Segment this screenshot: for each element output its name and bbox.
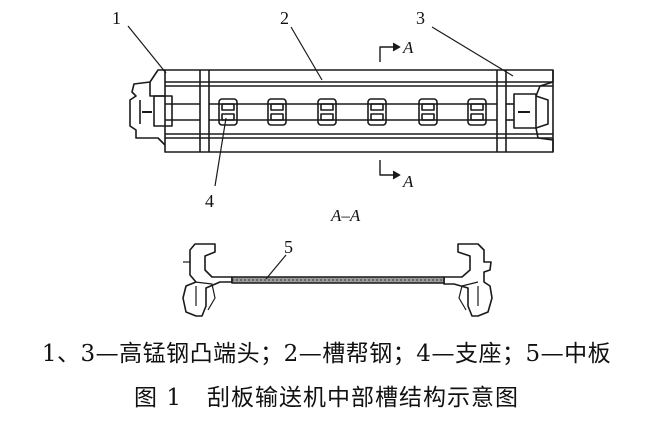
leader-1 xyxy=(127,25,167,74)
support-seats xyxy=(218,98,487,126)
callout-4: 4 xyxy=(205,191,214,211)
leader-2 xyxy=(290,26,323,81)
section-letter-bottom: A xyxy=(402,172,414,191)
callout-5: 5 xyxy=(284,237,293,257)
leader-5 xyxy=(265,254,287,280)
right-end-head xyxy=(535,70,554,152)
left-end-head xyxy=(129,69,166,146)
section-arrow-top xyxy=(379,46,398,62)
figure-caption: 图 1 刮板输送机中部槽结构示意图 xyxy=(0,378,653,412)
figure-legend: 1、3—高锰钢凸端头；2—槽帮钢；4—支座；5—中板 xyxy=(41,341,612,367)
callout-3: 3 xyxy=(416,8,425,28)
callout-1: 1 xyxy=(112,8,121,28)
section-letter-top: A xyxy=(402,38,414,57)
leader-4 xyxy=(214,117,227,187)
leader-3 xyxy=(431,26,514,77)
right-channel-profile xyxy=(443,243,493,317)
section-label: A–A xyxy=(330,206,361,225)
callout-2: 2 xyxy=(280,8,289,28)
cross-section xyxy=(182,243,493,317)
trough-body xyxy=(164,69,554,153)
left-channel-profile xyxy=(182,243,233,317)
figure-title: 刮板输送机中部槽结构示意图 xyxy=(206,385,519,411)
section-arrow-bottom xyxy=(379,160,398,176)
plan-view xyxy=(129,69,554,153)
figure-number: 图 1 xyxy=(134,385,182,411)
